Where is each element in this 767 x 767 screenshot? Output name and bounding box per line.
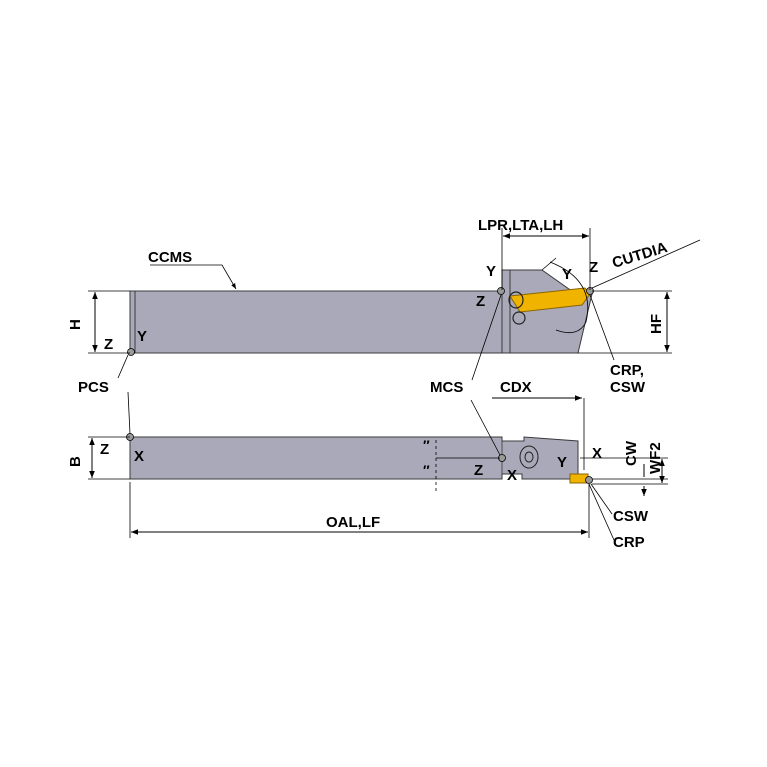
- label-wf2: WF2: [647, 442, 664, 474]
- svg-text:″: ″: [423, 462, 430, 478]
- clamp-screw-top: [508, 291, 524, 309]
- label-y-crp-top: Y: [562, 266, 572, 283]
- label-z-mcs-top: Z: [476, 293, 485, 310]
- top-shank-body: [129, 290, 503, 354]
- label-crp-bottom: CRP: [613, 534, 645, 551]
- label-csw-bottom: CSW: [613, 508, 649, 525]
- label-x-mcs-bottom: X: [507, 467, 517, 484]
- label-x-pcs-bottom: X: [134, 448, 144, 465]
- top-view: [88, 228, 701, 379]
- label-h: H: [67, 319, 84, 330]
- label-b: B: [67, 456, 84, 467]
- label-ccms: CCMS: [148, 249, 192, 266]
- label-z-crp-top: Z: [589, 259, 598, 276]
- label-oal: OAL,LF: [326, 514, 380, 531]
- crp-point-bottom: [585, 476, 593, 484]
- label-lpr: LPR,LTA,LH: [478, 217, 563, 234]
- bottom-view: ″ ″: [88, 294, 668, 541]
- label-y-crp-bottom: Y: [557, 454, 567, 471]
- bottom-insert: [569, 473, 589, 484]
- top-insert: [509, 287, 591, 313]
- top-head-body: [501, 269, 593, 354]
- label-crp-top-2: CSW: [610, 379, 646, 396]
- label-crp-top-1: CRP,: [610, 362, 644, 379]
- label-hf: HF: [648, 314, 665, 334]
- label-y-mcs-top: Y: [486, 263, 496, 280]
- label-x-crp-bottom: X: [592, 445, 602, 462]
- svg-text:″: ″: [423, 437, 430, 453]
- clamp-screw-bottom: [512, 311, 526, 325]
- label-mcs: MCS: [430, 379, 463, 396]
- label-z-pcs-bottom: Z: [100, 441, 109, 458]
- label-z-pcs-top: Z: [104, 336, 113, 353]
- label-cdx: CDX: [500, 379, 532, 396]
- label-z-mcs-bottom: Z: [474, 462, 483, 479]
- mcs-point-top: [497, 287, 505, 295]
- pcs-point-top: [127, 348, 135, 356]
- label-pcs: PCS: [78, 379, 109, 396]
- bottom-screw-recess: [519, 445, 539, 469]
- label-y-pcs-top: Y: [137, 328, 147, 345]
- label-cw: CW: [623, 440, 640, 466]
